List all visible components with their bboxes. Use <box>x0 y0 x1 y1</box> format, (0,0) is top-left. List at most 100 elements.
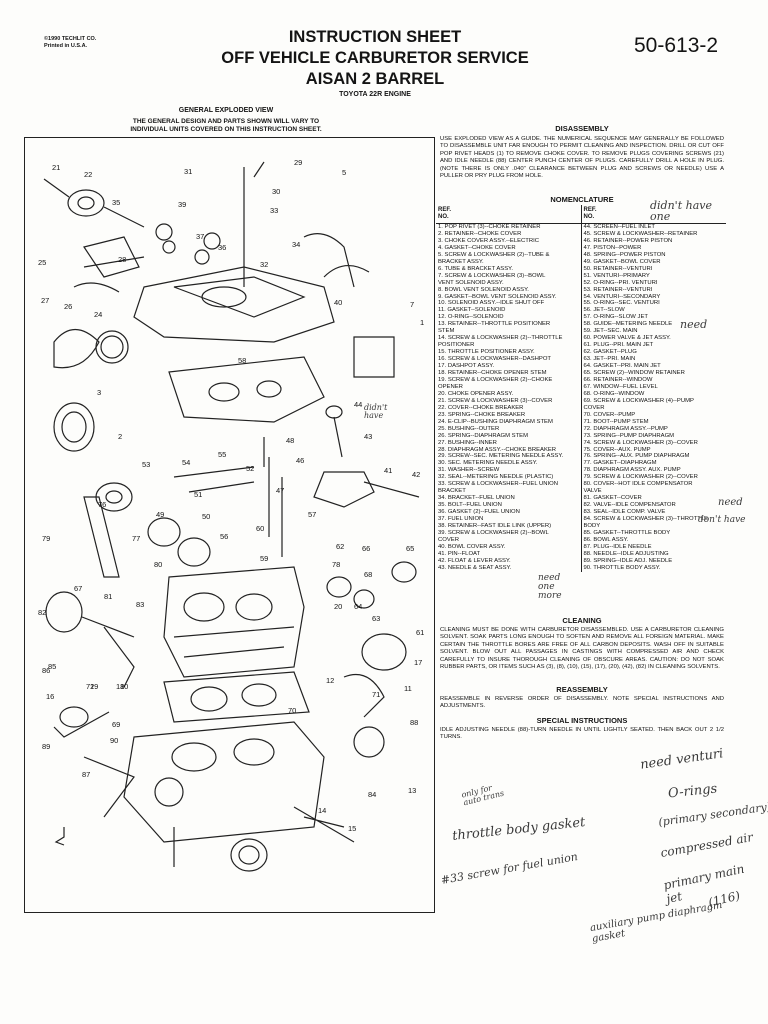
callout-label: 54 <box>182 458 190 467</box>
nomenclature-item: 67. WINDOW--FUEL LEVEL <box>583 383 658 390</box>
callout-label: 72 <box>86 682 94 691</box>
nomenclature-item: 64. GASKET--PRI. MAIN JET <box>583 363 661 370</box>
nomenclature-item: 26. SPRING--DIAPHRAGM STEM <box>438 432 529 439</box>
callout-label: 17 <box>414 658 422 667</box>
callout-label: 79 <box>42 534 50 543</box>
nomenclature-item: BRACKET <box>438 488 466 495</box>
cleaning-heading: CLEANING <box>562 616 602 625</box>
callout-label: 58 <box>238 356 246 365</box>
nomenclature-item: 72. DIAPHRAGM ASSY.--PUMP <box>583 425 668 432</box>
nomenclature-item: 68. O-RING--WINDOW <box>583 390 645 397</box>
nomenclature-item: 12. O-RING--SOLENOID <box>438 314 504 321</box>
nomenclature-item: 49. GASKET--BOWL COVER <box>583 258 661 265</box>
nomenclature-item: 63. JET--PRI. MAIN <box>583 356 636 363</box>
callout-label: 82 <box>38 608 46 617</box>
exploded-view-title: GENERAL EXPLODED VIEW <box>178 107 274 114</box>
note-need: need <box>680 318 708 331</box>
doc-subtitle: OFF VEHICLE CARBURETOR SERVICE <box>221 49 529 67</box>
nomenclature-item: 35. BOLT--FUEL UNION <box>438 502 502 509</box>
callout-label: 49 <box>156 510 164 519</box>
nomenclature-item: 45. SCREW & LOCKWASHER--RETAINER <box>583 230 698 237</box>
nomenclature-table: REF. NO. REF. NO. 1. POP RIVET (3)--CHOK… <box>436 205 726 612</box>
callout-label: 56 <box>220 532 228 541</box>
callout-label: 30 <box>272 187 280 196</box>
special-instructions-heading: SPECIAL INSTRUCTIONS <box>536 716 628 725</box>
note-throttle-body-gasket: throttle body gasket <box>451 815 586 844</box>
nomenclature-item: 2. RETAINER--CHOKE COVER <box>438 230 522 237</box>
nomenclature-item: 7. SCREW & LOCKWASHER (3)--BOWL <box>438 272 546 279</box>
callout-label: 19 <box>90 682 98 691</box>
callout-label: 53 <box>142 460 150 469</box>
callout-label: 55 <box>218 450 226 459</box>
callout-label: 20 <box>334 602 342 611</box>
callout-label: 14 <box>318 806 326 815</box>
nomenclature-item: 73. SPRING--PUMP DIAPHRAGM <box>583 432 675 439</box>
nomenclature-item: 48. SPRING--POWER PISTON <box>583 251 666 258</box>
nomenclature-item: 69. SCREW & LOCKWASHER (4)--PUMP <box>583 397 694 404</box>
callout-label: 24 <box>94 310 102 319</box>
note-dont-have: don't have <box>698 515 746 525</box>
callout-label: 15 <box>348 824 356 833</box>
nomenclature-item: 77. GASKET--DIAPHRAGM <box>583 460 657 467</box>
nomenclature-item: 29. SCREW--SEC. METERING NEEDLE ASSY. <box>438 453 564 460</box>
callout-label: 18 <box>116 682 124 691</box>
callout-label: 61 <box>416 628 424 637</box>
nomenclature-item: 58. GUIDE--METERING NEEDLE <box>583 321 673 328</box>
nomenclature-item: 32. SEAL--METERING NEEDLE (PLASTIC) <box>438 474 554 481</box>
note-primary-secondary: (primary secondary) <box>657 800 768 829</box>
special-instructions-text: IDLE ADJUSTING NEEDLE (88)-TURN NEEDLE I… <box>440 727 724 741</box>
nomenclature-item: 51. VENTURI--PRIMARY <box>583 272 650 279</box>
ref-no-header: REF. NO. <box>581 205 726 224</box>
callout-label: 32 <box>260 260 268 269</box>
note-need: need <box>718 497 743 508</box>
nomenclature-item: 47. PISTON--POWER <box>583 244 642 251</box>
nomenclature-item: VALVE <box>583 488 602 495</box>
nomenclature-item: 21. SCREW & LOCKWASHER (3)--COVER <box>438 397 553 404</box>
nomenclature-item: 28. DIAPHRAGM ASSY.--CHOKE BREAKER <box>438 446 557 453</box>
nomenclature-item: 44. SCREEN--FUEL INLET <box>583 224 655 230</box>
callout-label: 16 <box>46 692 54 701</box>
nomenclature-item: 34. BRACKET--FUEL UNION <box>438 495 515 502</box>
nomenclature-item: 22. COVER--CHOKE BREAKER <box>438 404 524 411</box>
document-number: 50-613-2 <box>634 34 719 57</box>
nomenclature-item: 14. SCREW & LOCKWASHER (2)--THROTTLE <box>438 335 563 342</box>
callout-label: 81 <box>104 592 112 601</box>
nomenclature-item: 38. RETAINER--FAST IDLE LINK (UPPER) <box>438 522 552 529</box>
callout-label: 77 <box>132 534 140 543</box>
callout-label: 50 <box>202 512 210 521</box>
nomenclature-item: COVER <box>438 536 459 543</box>
callout-label: 59 <box>260 554 268 563</box>
nomenclature-item: 55. O-RING--SEC. VENTURI <box>583 300 660 307</box>
callout-label: 33 <box>270 206 278 215</box>
callout-label: 66 <box>362 544 370 553</box>
nomenclature-item: 87. PLUG--IDLE NEEDLE <box>583 543 652 550</box>
nomenclature-item: 59. JET--SEC. MAIN <box>583 328 638 335</box>
nomenclature-item: 19. SCREW & LOCKWASHER (2)--CHOKE <box>438 376 553 383</box>
callout-label: 88 <box>410 718 418 727</box>
callout-label: 71 <box>372 690 380 699</box>
exploded-view-diagram: 21 22 31 29 5 30 33 35 39 37 36 34 25 28… <box>38 158 424 872</box>
nomenclature-item: STEM <box>438 328 455 335</box>
nomenclature-item: 80. COVER--HOT IDLE COMPENSATOR <box>583 481 693 488</box>
nomenclature-item: 86. BOWL ASSY. <box>583 536 629 543</box>
note-need-one-more: need one more <box>538 573 562 601</box>
nomenclature-item: 54. VENTURI--SECONDARY <box>583 293 661 300</box>
nomenclature-item: 37. FUEL UNION <box>438 516 484 523</box>
nomenclature-item: 27. BUSHING--INNER <box>438 439 497 446</box>
nomenclature-item: 23. SPRING--CHOKE BREAKER <box>438 411 526 418</box>
ref-no-header: REF. NO. <box>436 205 582 224</box>
nomenclature-item: 65. SCREW (2)--WINDOW RETAINER <box>583 370 685 377</box>
callout-label: 27 <box>41 296 49 305</box>
callout-label: 46 <box>296 456 304 465</box>
exploded-view-subtitle-line: INDIVIDUAL UNITS COVERED ON THIS INSTRUC… <box>130 126 322 133</box>
note-didnt-have-one: didn't have one <box>650 199 712 223</box>
callout-label: 60 <box>256 524 264 533</box>
nomenclature-item: VENT SOLENOID ASSY. <box>438 279 504 286</box>
callout-label: 10 <box>120 682 128 691</box>
nomenclature-item: 39. SCREW & LOCKWASHER (2)--BOWL <box>438 529 549 536</box>
exploded-view-frame <box>24 137 435 913</box>
nomenclature-item: 4. GASKET--CHOKE COVER <box>438 244 516 251</box>
callout-label: 69 <box>112 720 120 729</box>
nomenclature-item: 75. COVER--AUX. PUMP <box>583 446 651 453</box>
nomenclature-item: 25. BUSHING--OUTER <box>438 425 500 432</box>
